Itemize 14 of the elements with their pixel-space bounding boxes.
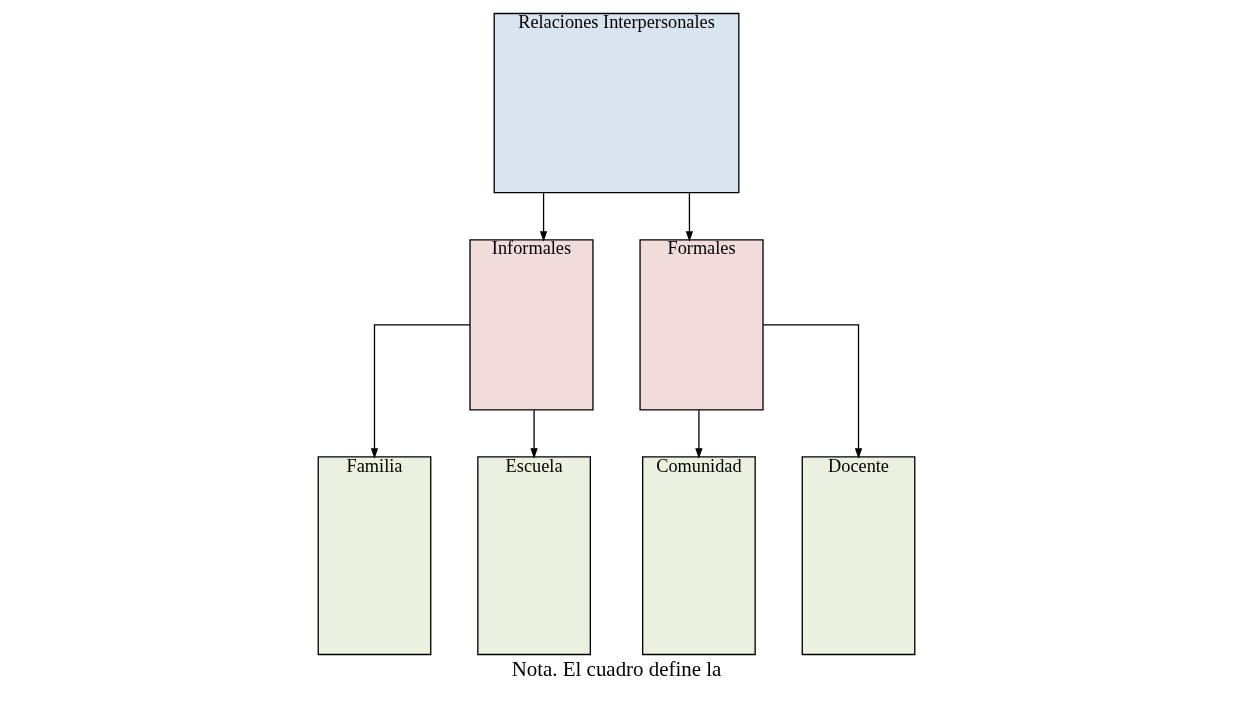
node-box: Escuela: [477, 456, 591, 656]
node-box: Relaciones Interpersonales: [493, 12, 740, 194]
arrow: [539, 192, 548, 242]
arrow: [685, 192, 694, 242]
caption: Nota. El cuadro define la: [511, 657, 722, 682]
arrow: [695, 409, 703, 459]
arrow: [762, 324, 863, 459]
arrow: [530, 409, 538, 459]
node-box: Docente: [801, 456, 916, 656]
node-box: Formales: [639, 239, 764, 411]
node-box: Familia: [317, 456, 432, 656]
arrow: [370, 324, 471, 459]
node-box: Comunidad: [642, 456, 756, 656]
node-box: Informales: [469, 239, 594, 411]
